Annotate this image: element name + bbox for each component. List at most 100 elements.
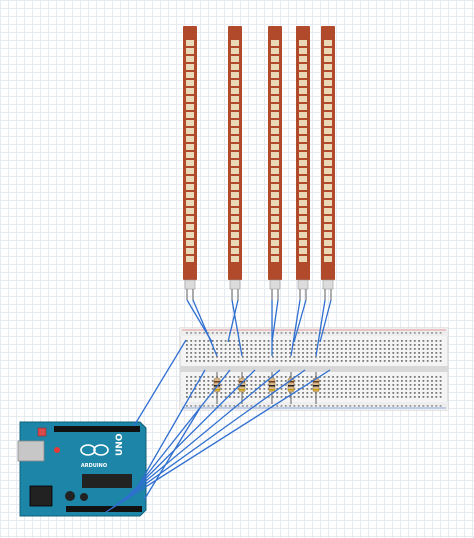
breadboard-hole <box>229 356 231 358</box>
breadboard-rail-hole <box>315 332 317 334</box>
breadboard-group <box>179 327 449 411</box>
breadboard-hole <box>392 380 395 382</box>
breadboard-hole <box>396 392 399 394</box>
breadboard-hole <box>250 360 253 362</box>
breadboard-rail-hole <box>405 332 408 334</box>
breadboard-hole <box>409 352 412 354</box>
breadboard-hole <box>220 360 223 362</box>
breadboard-hole <box>306 356 309 358</box>
breadboard-rail-hole <box>310 332 313 334</box>
breadboard-hole <box>254 376 257 378</box>
breadboard-hole <box>383 380 386 382</box>
breadboard-rail-hole <box>207 405 210 407</box>
sensor-segment <box>231 56 239 62</box>
breadboard-hole <box>306 392 309 394</box>
breadboard-hole <box>198 376 201 378</box>
arduino-logo-text: ARDUINO <box>81 463 107 469</box>
sensor-segment <box>271 216 279 222</box>
breadboard-hole <box>366 392 369 394</box>
sensor-segment <box>299 56 307 62</box>
wire <box>315 299 326 357</box>
breadboard-rail-hole <box>388 332 390 334</box>
breadboard-hole <box>289 396 291 398</box>
breadboard-hole <box>323 380 326 382</box>
breadboard-rail-hole <box>396 332 399 334</box>
breadboard-hole <box>439 356 442 358</box>
sensor-segment <box>324 184 332 190</box>
breadboard-hole <box>254 388 257 390</box>
breadboard-hole <box>297 344 300 346</box>
sensor-segment <box>186 64 194 70</box>
breadboard-hole <box>435 376 438 378</box>
breadboard-hole <box>383 392 386 394</box>
sensor-segment <box>231 224 239 230</box>
breadboard-hole <box>306 380 309 382</box>
sensor-segment <box>231 128 239 134</box>
sensor-segment <box>324 64 332 70</box>
breadboard-hole <box>284 352 287 354</box>
breadboard-hole <box>302 340 304 342</box>
breadboard-hole <box>254 348 257 350</box>
flex-sensor-1 <box>183 26 197 300</box>
breadboard-hole <box>383 388 386 390</box>
breadboard-hole <box>293 396 296 398</box>
breadboard-hole <box>233 352 236 354</box>
breadboard-hole <box>250 388 253 390</box>
sensor-segment <box>299 112 307 118</box>
sensor-segment <box>231 80 239 86</box>
sensor-segment <box>271 144 279 150</box>
breadboard-hole <box>280 396 283 398</box>
breadboard-hole <box>362 396 365 398</box>
breadboard-hole <box>358 384 360 386</box>
breadboard-hole <box>289 344 291 346</box>
breadboard-hole <box>190 376 193 378</box>
breadboard-hole <box>370 376 373 378</box>
breadboard-hole <box>413 380 416 382</box>
breadboard-hole <box>186 356 188 358</box>
breadboard-hole <box>216 348 218 350</box>
breadboard-hole <box>388 376 390 378</box>
breadboard-hole <box>340 384 343 386</box>
breadboard-hole <box>392 356 395 358</box>
sensor-segment <box>324 72 332 78</box>
breadboard-hole <box>246 344 248 346</box>
breadboard-hole <box>224 348 227 350</box>
breadboard-hole <box>396 344 399 346</box>
breadboard-hole <box>319 396 322 398</box>
breadboard-hole <box>190 360 193 362</box>
breadboard-rail-hole <box>392 405 395 407</box>
breadboard-hole <box>237 340 240 342</box>
breadboard-rail-hole <box>211 332 214 334</box>
breadboard-hole <box>358 392 360 394</box>
breadboard-hole <box>435 392 438 394</box>
breadboard-hole <box>401 356 403 358</box>
breadboard-hole <box>336 348 339 350</box>
breadboard-hole <box>422 384 425 386</box>
breadboard-hole <box>211 360 214 362</box>
breadboard-hole <box>383 376 386 378</box>
breadboard-rail-hole <box>422 405 425 407</box>
sensor-segment <box>299 144 307 150</box>
breadboard-hole <box>276 348 279 350</box>
resistor-band <box>214 381 220 383</box>
breadboard-hole <box>340 380 343 382</box>
breadboard-hole <box>332 376 334 378</box>
breadboard-hole <box>327 352 330 354</box>
breadboard-hole <box>229 396 231 398</box>
arduino-logo-icon <box>80 444 96 456</box>
breadboard-hole <box>198 384 201 386</box>
sensor-segment <box>231 240 239 246</box>
breadboard-hole <box>401 388 403 390</box>
sensor-segment <box>299 208 307 214</box>
breadboard-hole <box>229 348 231 350</box>
breadboard-hole <box>435 356 438 358</box>
breadboard-hole <box>302 384 304 386</box>
breadboard-hole <box>418 392 420 394</box>
breadboard-hole <box>375 344 377 346</box>
power-jack <box>29 485 53 507</box>
breadboard-hole <box>229 360 231 362</box>
breadboard-hole <box>323 388 326 390</box>
breadboard-hole <box>203 384 205 386</box>
breadboard-hole <box>237 344 240 346</box>
sensor-segment <box>324 216 332 222</box>
